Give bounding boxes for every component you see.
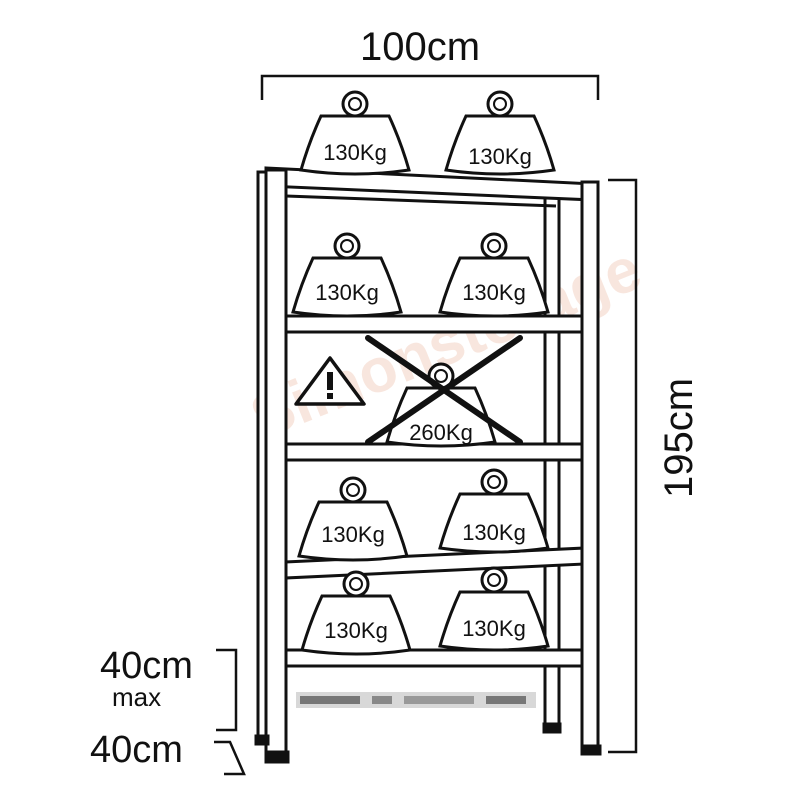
weight-top-left: 130Kg xyxy=(299,90,411,176)
foot-left xyxy=(264,750,290,764)
upright-front-right xyxy=(580,180,600,754)
foot-back-left xyxy=(254,734,270,746)
width-dimension: 100cm xyxy=(260,25,600,100)
gap-value: 40cm xyxy=(100,645,193,687)
forbidden-cross-icon xyxy=(365,335,523,445)
depth-dimension: 40cm xyxy=(90,729,246,776)
weight-shelf4-left-label: 130Kg xyxy=(324,618,388,643)
gap-label: 40cm xyxy=(100,645,193,687)
weight-shelf1-left: 130Kg xyxy=(291,232,403,318)
gap-dimension: 40cm max xyxy=(100,645,238,732)
foot-back xyxy=(542,722,562,734)
weight-shelf4-right: 130Kg xyxy=(438,566,550,652)
height-dimension: 195cm xyxy=(608,178,701,754)
weight-shelf3-left-label: 130Kg xyxy=(321,522,385,547)
weight-shelf3-right-label: 130Kg xyxy=(462,520,526,545)
weight-forbidden-center-label: 260Kg xyxy=(409,420,473,445)
weight-top-right: 130Kg xyxy=(444,90,556,176)
weight-top-right-label: 130Kg xyxy=(468,144,532,169)
weight-top-left-label: 130Kg xyxy=(323,140,387,165)
weight-shelf4-right-label: 130Kg xyxy=(462,616,526,641)
depth-label: 40cm xyxy=(90,729,183,771)
warning-triangle-icon xyxy=(294,356,366,406)
shelf-frame xyxy=(254,166,602,764)
upright-front-left xyxy=(264,168,288,758)
weight-shelf1-right: 130Kg xyxy=(438,232,550,318)
weight-shelf4-left: 130Kg xyxy=(300,570,412,656)
weight-forbidden-center: 260Kg xyxy=(385,362,497,448)
height-label: 195cm xyxy=(657,378,701,498)
foot-right xyxy=(580,744,602,756)
gap-suffix: max xyxy=(112,682,161,712)
weight-shelf3-left: 130Kg xyxy=(297,476,409,562)
bottom-label-strip xyxy=(296,692,536,708)
weight-shelf3-right: 130Kg xyxy=(438,468,550,554)
weight-shelf1-left-label: 130Kg xyxy=(315,280,379,305)
width-label: 100cm xyxy=(360,25,480,69)
shelf-1 xyxy=(283,314,587,334)
weight-shelf1-right-label: 130Kg xyxy=(462,280,526,305)
